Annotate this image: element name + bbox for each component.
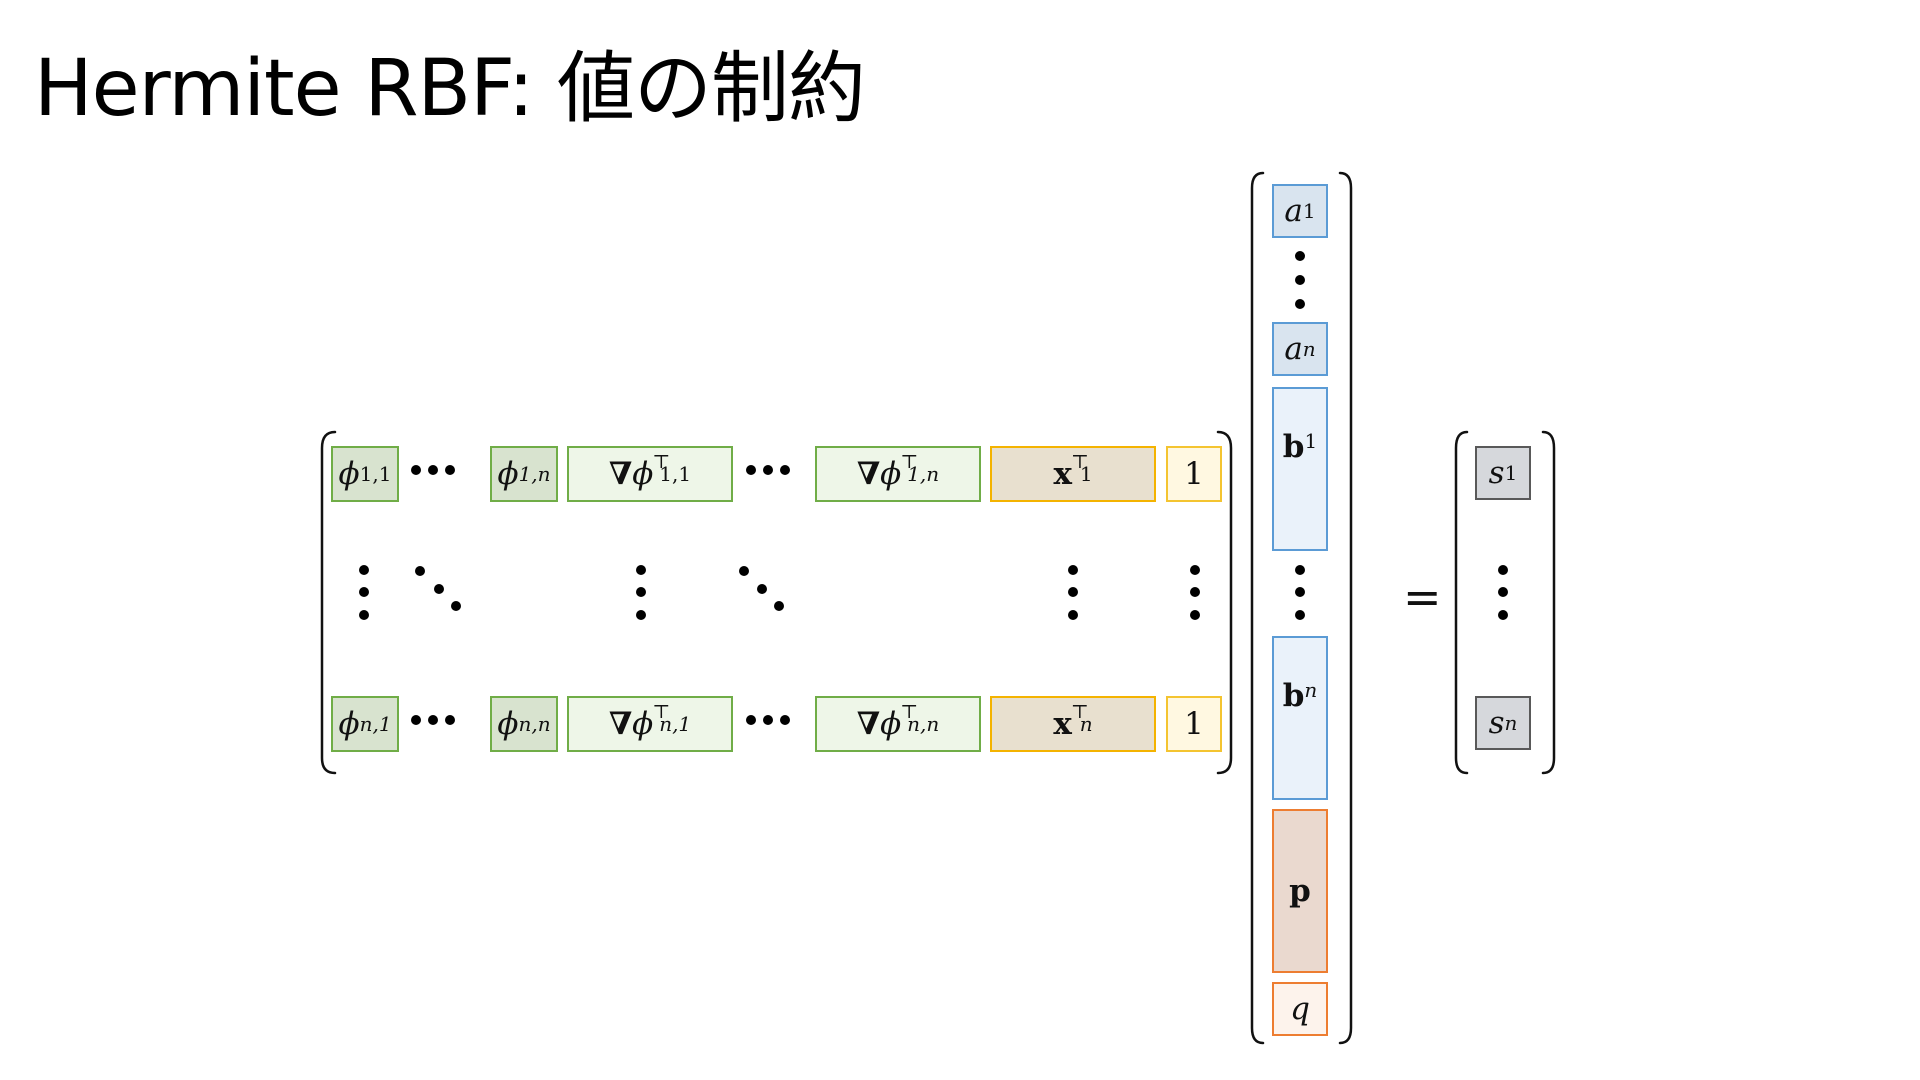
- row-n-hdots-a: [411, 715, 455, 725]
- row-1-hdots-b: [746, 465, 790, 475]
- slide-title: Hermite RBF: 値の制約: [34, 44, 866, 134]
- grad-phi-n-n-cell: ∇ϕ⊤n,n: [815, 696, 981, 752]
- col-grad-vdots: [636, 565, 646, 620]
- grad-phi-1-n-cell: ∇ϕ⊤1,n: [815, 446, 981, 502]
- col-x-vdots: [1068, 565, 1078, 620]
- grad-phi-1-1-cell: ∇ϕ⊤1,1: [567, 446, 733, 502]
- p-cell: p: [1272, 809, 1328, 973]
- row-1-hdots-a: [411, 465, 455, 475]
- equals-sign: =: [1403, 570, 1442, 624]
- vector-right-bracket: [1338, 171, 1353, 1045]
- grad-phi-n-1-cell: ∇ϕ⊤n,1: [567, 696, 733, 752]
- one-row-n-cell: 1: [1166, 696, 1222, 752]
- col-phi-vdots: [359, 565, 369, 620]
- one-row-1-cell: 1: [1166, 446, 1222, 502]
- rhs-left-bracket: [1454, 430, 1469, 775]
- q-cell: q: [1272, 982, 1328, 1036]
- vector-left-bracket: [1250, 171, 1265, 1045]
- matrix-right-bracket: [1216, 430, 1233, 775]
- x-n-transpose-cell: x⊤n: [990, 696, 1156, 752]
- a-vdots: [1295, 251, 1305, 309]
- matrix-left-bracket: [320, 430, 337, 775]
- rhs-right-bracket: [1541, 430, 1556, 775]
- x-1-transpose-cell: x⊤1: [990, 446, 1156, 502]
- row-n-hdots-b: [746, 715, 790, 725]
- col-one-vdots: [1190, 565, 1200, 620]
- b-vdots: [1295, 565, 1305, 620]
- s-vdots: [1498, 565, 1508, 620]
- phi-ddots: [415, 566, 461, 611]
- grad-ddots: [739, 566, 784, 611]
